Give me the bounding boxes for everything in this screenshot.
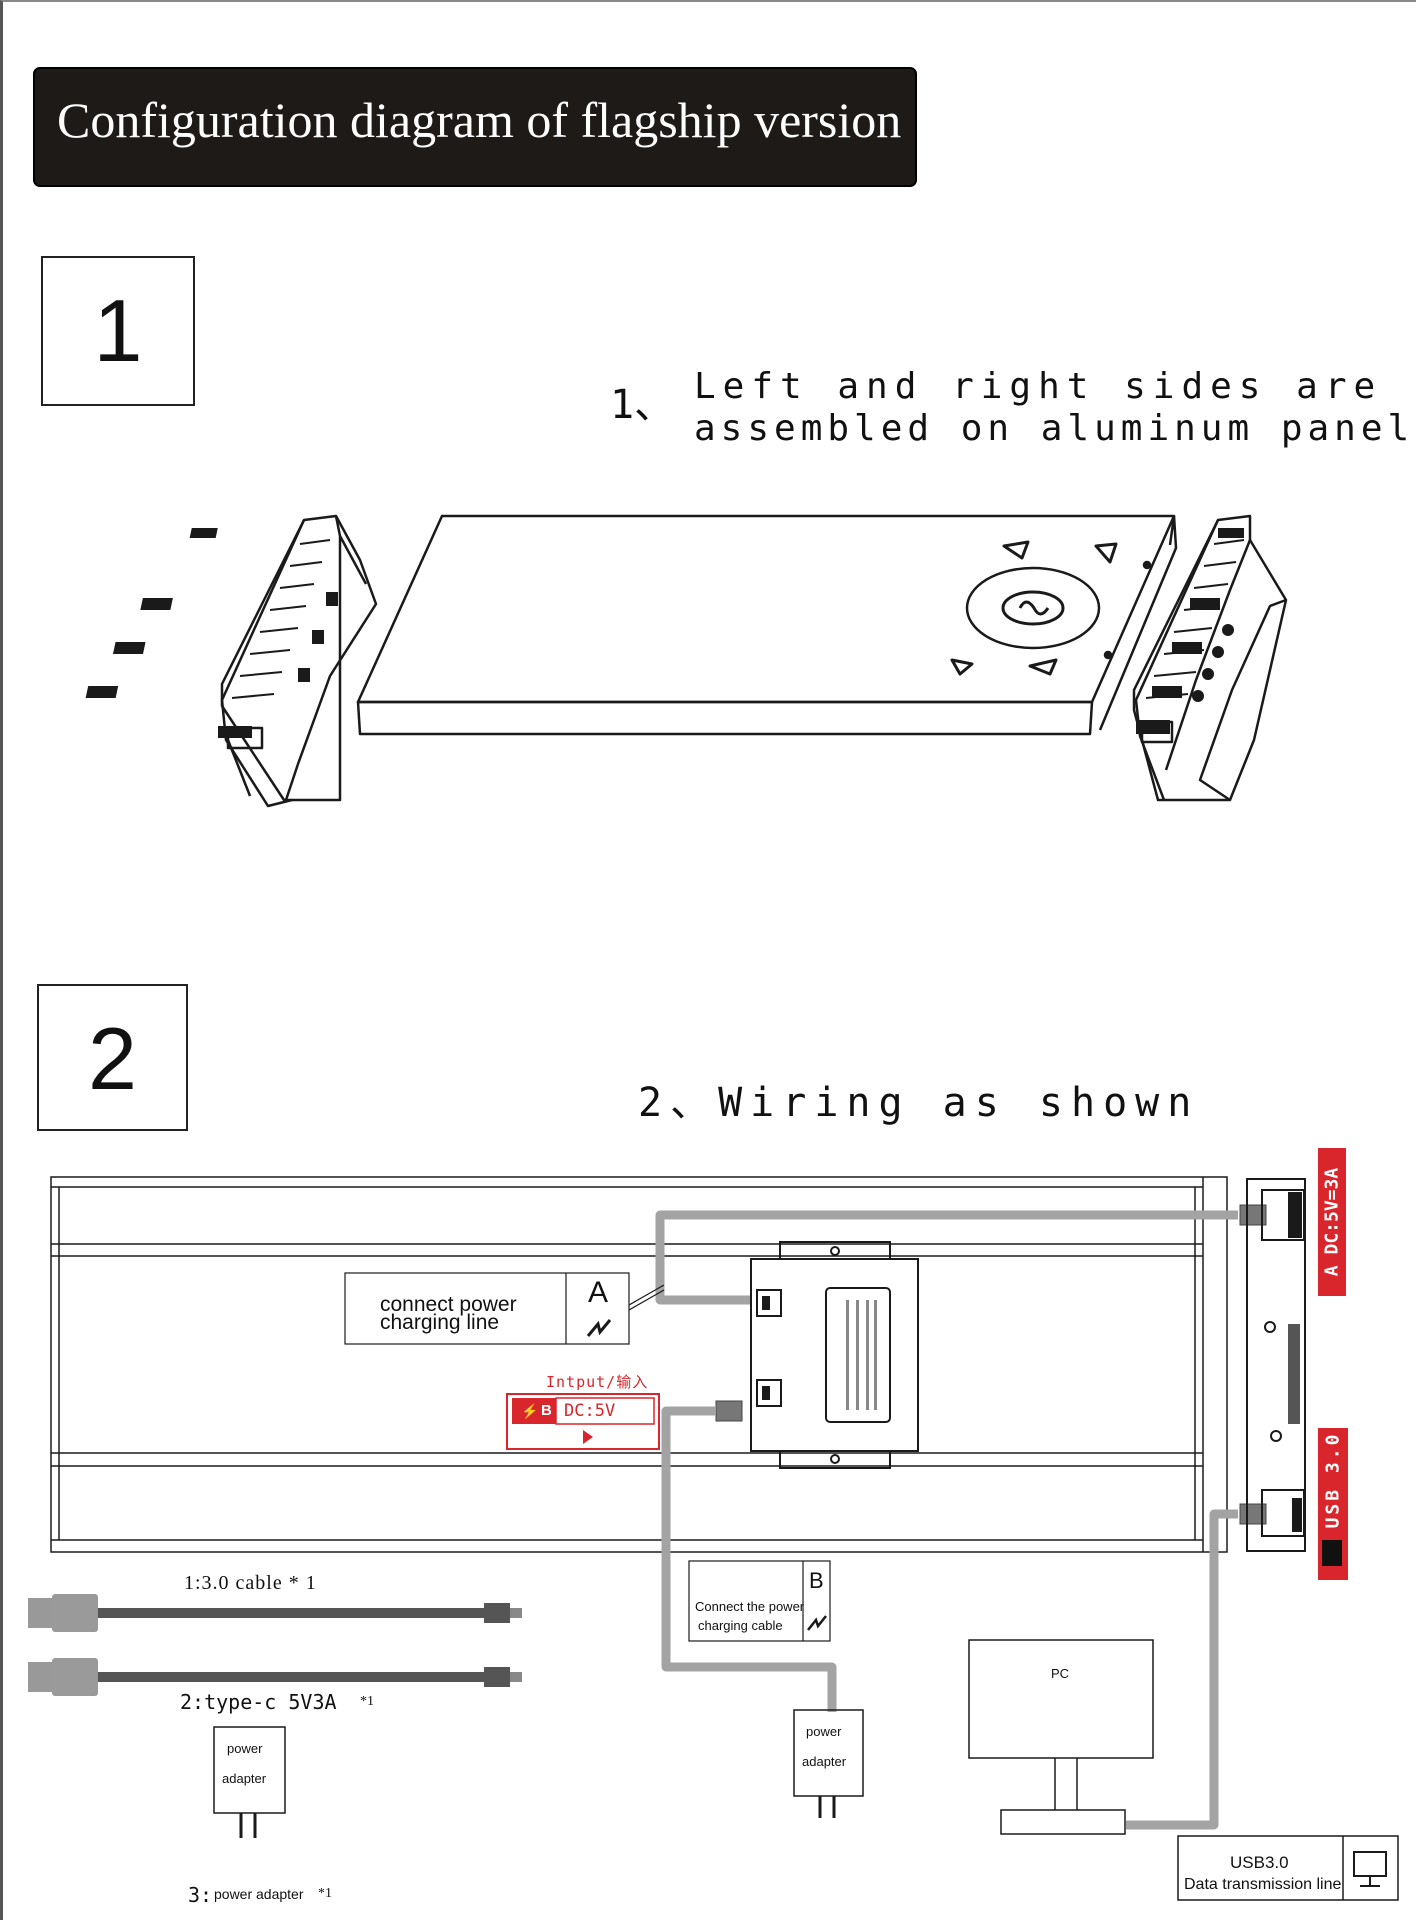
right-leg-outline [1132, 514, 1288, 802]
accessory-item-1: 1:3.0 cable * 1 [184, 1572, 317, 1594]
pc-label: PC [1051, 1666, 1070, 1681]
power-icon [586, 1319, 612, 1337]
accessory-cable-2 [28, 1658, 522, 1696]
usb-box [1177, 1835, 1399, 1901]
adapter-right-line-2: adapter [802, 1754, 847, 1769]
step-1-line-2: assembled on aluminum panel [694, 408, 1415, 449]
cable-a [655, 1210, 1238, 1305]
side-tag-a-label: A DC:5V=3A [1321, 1167, 1343, 1277]
corner-bracket [1094, 542, 1118, 564]
aluminum-panel-right-edge [1098, 515, 1178, 731]
cable-usb [1126, 1509, 1238, 1830]
callout-b-letter: B [809, 1568, 824, 1593]
accessory-cable-1 [28, 1594, 522, 1632]
page-title: Configuration diagram of flagship versio… [57, 92, 902, 148]
side-tag-usb-label: USB 3.0 [1322, 1431, 1344, 1529]
step-1-prefix: 1、 [610, 382, 675, 428]
usb-box-line-1: USB3.0 [1230, 1853, 1289, 1872]
callout-a-box [344, 1272, 630, 1345]
step-2-number: 2 [88, 1009, 137, 1108]
step-1-line-1: Left and right sides are [694, 366, 1383, 407]
pc-monitor [968, 1639, 1154, 1835]
step-1-number: 1 [93, 281, 143, 380]
power-adapter-right [793, 1709, 864, 1818]
cable-b [661, 1406, 837, 1712]
title-banner: Configuration diagram of flagship versio… [33, 67, 917, 187]
accessory-item-2-qty: *1 [360, 1694, 374, 1709]
callout-a-line-1: connect power [380, 1293, 517, 1316]
callout-a-line-2: charging line [380, 1311, 500, 1334]
accessory-item-3-text: power adapter [214, 1886, 304, 1902]
adapter-right-line-1: power [806, 1724, 842, 1739]
accessory-item-3-qty: *1 [318, 1886, 332, 1901]
desk-board [50, 1176, 1228, 1553]
callout-b-line-2: charging cable [698, 1618, 783, 1633]
callout-b-line-1: Connect the power [695, 1599, 805, 1614]
b-tag-letter: B [541, 1402, 552, 1419]
accessory-item-3: 3: [188, 1883, 213, 1907]
step-2-heading: 2、Wiring as shown [638, 1080, 1200, 1126]
corner-bracket [1002, 540, 1030, 560]
callout-a-letter: A [588, 1276, 609, 1309]
step-2-box: 2 [37, 984, 188, 1131]
b-tag-value: DC:5V [564, 1401, 616, 1421]
power-adapter-left [213, 1726, 286, 1838]
corner-bracket [950, 658, 974, 676]
accessory-item-2: 2:type-c 5V3A [180, 1690, 337, 1714]
side-tag-a [1318, 1148, 1346, 1296]
usb-box-line-2: Data transmission line [1184, 1876, 1342, 1893]
input-tag-b [506, 1393, 660, 1450]
side-tag-usb [1318, 1428, 1348, 1580]
adapter-left-line-1: power [227, 1741, 263, 1756]
side-panel [1246, 1178, 1306, 1552]
callout-b-box [688, 1560, 831, 1642]
wireless-charging-icon [1001, 590, 1065, 626]
aluminum-panel-front [356, 700, 1094, 736]
adapter-left-line-2: adapter [222, 1771, 267, 1786]
monitor-icon [1353, 1851, 1387, 1887]
wireless-pad-ring [965, 566, 1101, 650]
input-label: Intput/输入 [546, 1373, 649, 1391]
corner-bracket [1028, 658, 1058, 676]
power-icon [807, 1615, 827, 1631]
step-1-box: 1 [41, 256, 195, 406]
b-tag-power-icon: ⚡ [521, 1403, 539, 1419]
plug-b [715, 1400, 743, 1422]
